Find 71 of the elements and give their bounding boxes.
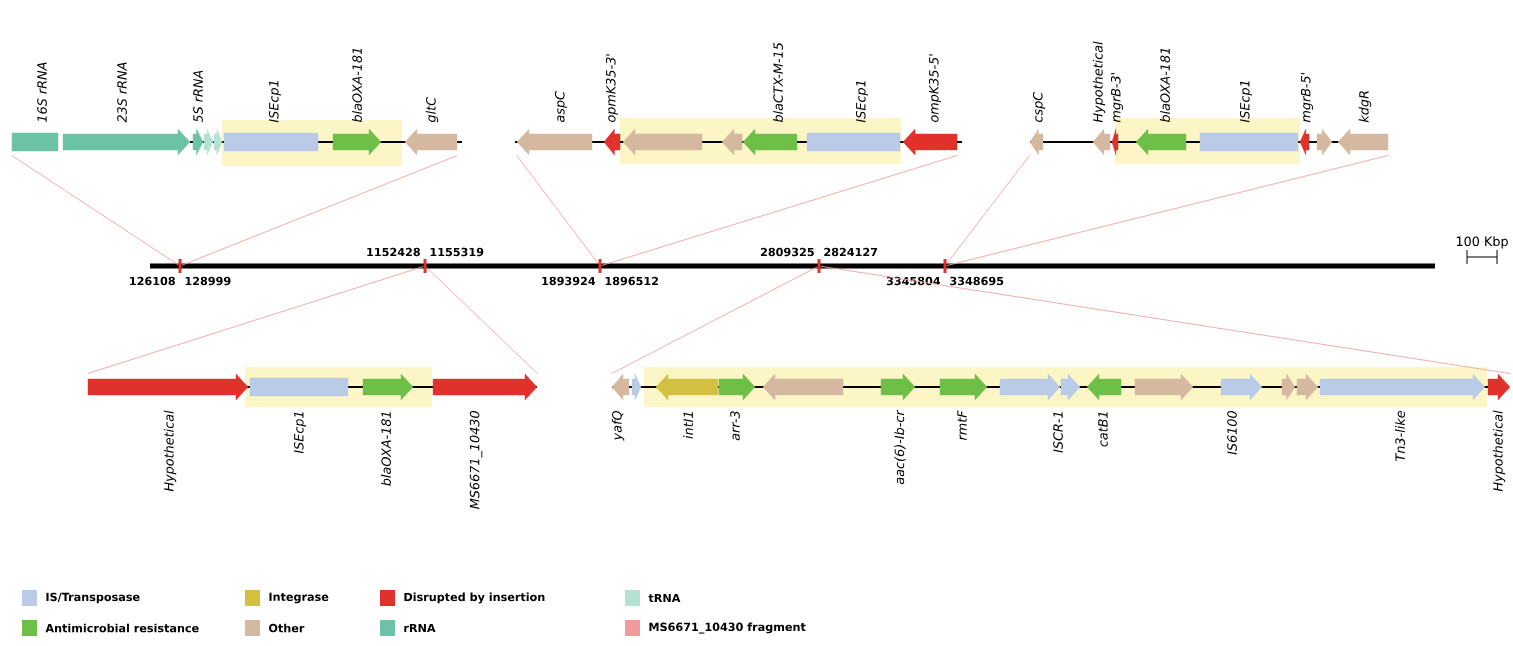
legend-label: Antimicrobial resistance: [45, 623, 199, 633]
node-label: mgrB-5': [1301, 73, 1314, 123]
node-label: 3348695: [950, 276, 1004, 286]
zoom-line: [601, 154, 958, 266]
zoom-line: [946, 154, 1031, 264]
node-label: 1155319: [430, 247, 484, 257]
scale-label: 100 Kbp: [1456, 236, 1508, 249]
legend-label: MS6671_10430 fragment: [649, 622, 806, 634]
node-label: intI1: [683, 412, 693, 439]
zoom-line: [426, 267, 538, 375]
node-label: 128999: [185, 276, 231, 286]
node-label: 5S rRNA: [193, 70, 203, 123]
gene-cluster-drawing: aspC opmK35-3' blaCTX-M-15 ISEcp1 ompK35-5': [515, 42, 962, 164]
node-label: Hypothetical: [163, 410, 177, 492]
node-label: ISEcp1: [1239, 81, 1253, 123]
legend-label: IS/Transposase: [46, 592, 140, 604]
node-label: 1896512: [605, 276, 658, 286]
node-label: blaOXA-181: [1160, 48, 1170, 123]
node-label: aspC: [554, 91, 568, 123]
node-label: cspC: [1032, 91, 1046, 122]
node-label: MS6671_10430: [469, 411, 483, 509]
node-label: blaOXA-181: [352, 48, 362, 123]
node-label: 2809325: [760, 247, 814, 257]
node-label: 1152428: [367, 247, 420, 257]
node-label: blaCTX-M-15: [773, 42, 783, 123]
gene-cluster-drawing: cspC Hypothetical mgrB-3' blaOXA-181 ISEcp1 mgrB-5' kdgR: [1029, 41, 1389, 164]
zoom-line: [516, 154, 599, 264]
node-label: Tn3-like: [1395, 410, 1405, 461]
legend-label: tRNA: [648, 593, 681, 603]
node-label: IS6100: [1227, 411, 1237, 455]
node-label: ISEcp1: [293, 412, 307, 454]
legend-label: rRNA: [404, 623, 436, 633]
node-label: ISEcp1: [855, 81, 869, 123]
node-label: 23S rRNA: [117, 62, 127, 123]
insertion-site: 2809325 2824127: [760, 247, 878, 273]
insertion-site: 126108 128999: [130, 259, 231, 286]
legend-label: Disrupted by insertion: [404, 592, 545, 604]
gene-cluster-drawing: 16S rRNA 23S rRNA 5S rRNA ISEcp1 blaOXA-181 gltC: [11, 48, 462, 166]
node-label: catB1: [1098, 412, 1108, 447]
zoom-line: [87, 266, 424, 375]
legend-label: Integrase: [269, 592, 329, 604]
legend-label: Other: [269, 623, 305, 633]
node-label: 126108: [130, 276, 175, 286]
gene-cluster-drawing: Hypothetical ISEcp1 blaOXA-181 MS6671_10430: [87, 367, 538, 509]
node-label: 1893924: [542, 276, 596, 286]
node-label: gltC: [425, 97, 439, 123]
insertion-site: 1893924 1896512: [542, 259, 658, 286]
node-label: Hypothetical: [1492, 410, 1506, 492]
node-label: kdgR: [1358, 91, 1372, 123]
node-label: blaOXA-181: [381, 412, 391, 486]
node-label: rmtF: [957, 410, 967, 441]
gene-cluster-drawing: yafQ intI1 arr-3 aac(6)-Ib-cr rmtF ISCR-1 catB1 IS6100 Tn3-like Hypothetical: [611, 367, 1511, 492]
insertion-site: 3345804 3348695: [886, 259, 1004, 286]
node-label: arr-3: [730, 411, 740, 441]
zoom-line: [181, 154, 458, 266]
node-label: aac(6)-Ib-cr: [894, 409, 906, 485]
node-label: ISCR-1: [1053, 412, 1063, 453]
node-label: ompK35-5': [928, 54, 942, 122]
node-label: ISEcp1: [268, 81, 282, 123]
node-label: opmK35-3': [605, 54, 619, 122]
node-label: 3345804: [886, 276, 941, 286]
zoom-line: [946, 154, 1389, 266]
node-label: 16S rRNA: [37, 62, 47, 122]
node-label: yafQ: [611, 410, 625, 441]
zoom-line: [611, 266, 818, 375]
zoom-line: [820, 265, 1511, 375]
node-label: mgrB-3': [1110, 73, 1124, 123]
node-label: Hypothetical: [1092, 41, 1106, 123]
insertion-site: 1152428 1155319: [367, 247, 484, 273]
node-label: 2824127: [824, 247, 878, 257]
zoom-line: [11, 154, 179, 266]
